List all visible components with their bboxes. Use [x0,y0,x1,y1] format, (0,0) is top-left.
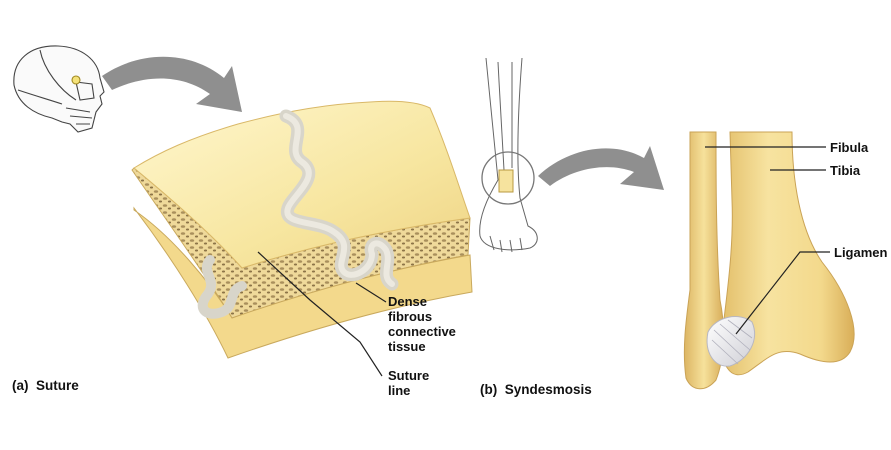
caption-syndesmosis: (b) Syndesmosis [480,382,592,397]
skull-icon [13,45,105,133]
label-suture-line: Suture line [388,368,430,398]
label-dense-fibrous-tissue: Dense fibrous connective tissue [388,294,456,354]
label-ligament: Ligamen [834,245,888,260]
ankle-highlight-ring [481,151,535,205]
panel-b-syndesmosis [479,57,855,390]
label-tibia: Tibia [830,163,861,178]
leader-dense-tissue [355,282,387,303]
leader-ligament [735,251,830,335]
leg-icon [479,57,538,253]
ligament-fibers [706,316,755,367]
arrow-a [102,56,242,112]
panel-a-suture [13,45,473,377]
label-fibula: Fibula [830,140,869,155]
arrow-b [538,146,664,190]
leader-suture-line [257,251,383,377]
caption-suture: (a) Suture [12,378,79,393]
